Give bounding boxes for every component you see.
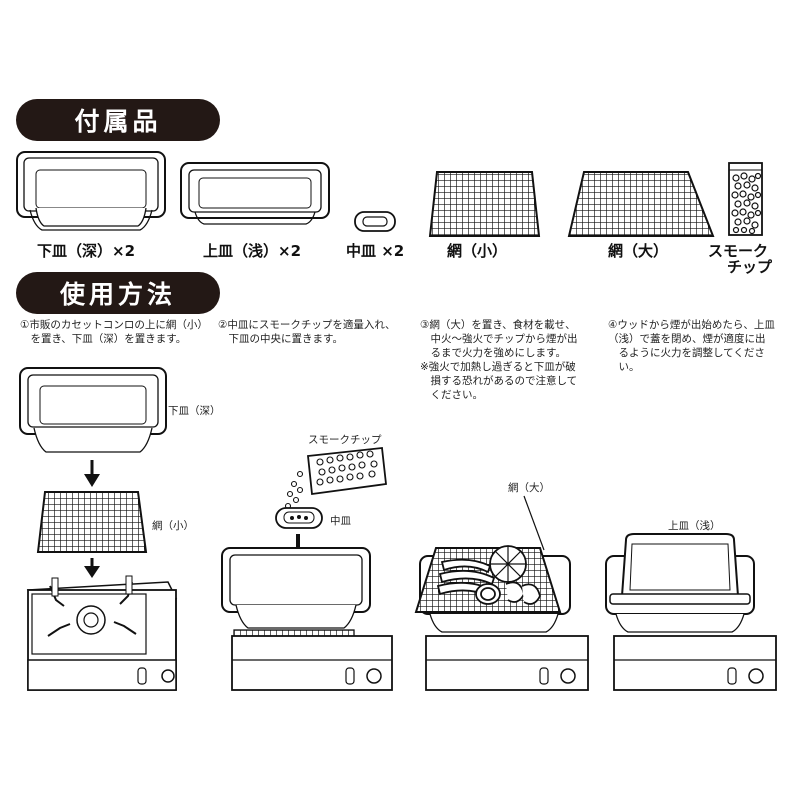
- smoke-chip-label-2: チップ: [727, 258, 773, 276]
- diagram-smoke-chip-label: スモークチップ: [308, 434, 382, 446]
- step-4-line: るように火力を調整してくださ: [608, 347, 765, 359]
- step-3-line: ③網（大）を置き、食材を載せ、: [420, 319, 576, 331]
- step-3-line: ください。: [420, 389, 483, 401]
- net-large-label: 網（大）: [608, 242, 669, 260]
- step-3-line: 中火～強火でチップから煙が出: [420, 333, 578, 345]
- accessories-heading: 付属品: [16, 99, 220, 141]
- step-3-line: るまで火力を強めにします。: [420, 347, 566, 359]
- step-2-line: 下皿の中央に置きます。: [218, 333, 343, 345]
- smoke-chip-label-1: スモーク: [708, 242, 769, 260]
- middle-tray-label: 中皿 ×2: [346, 242, 405, 260]
- usage-heading: 使用方法: [16, 272, 220, 314]
- step-3-line: ※強火で加熱し過ぎると下皿が破: [420, 361, 576, 373]
- step-4-line: ④ウッドから煙が出始めたら、上皿: [608, 319, 775, 331]
- net-small-label: 網（小）: [447, 242, 508, 260]
- step-4-line: い。: [608, 361, 640, 373]
- step-1-line: ①市販のカセットコンロの上に網（小）: [20, 319, 208, 331]
- step-4-line: （浅）で蓋を閉め、煙が適度に出: [608, 333, 766, 345]
- diagram-net-large-label: 網（大）: [508, 482, 550, 494]
- step-2-line: ②中皿にスモークチップを適量入れ、: [218, 319, 396, 331]
- step-4-text: ④ウッドから煙が出始めたら、上皿 （浅）で蓋を閉め、煙が適度に出 るように火力を…: [608, 318, 775, 374]
- diagram-lower-tray-label: 下皿（深）: [168, 405, 221, 417]
- upper-tray-label: 上皿（浅）×2: [203, 242, 302, 260]
- step-1-line: を置き、下皿（深）を置きます。: [20, 333, 187, 345]
- step-3-text: ③網（大）を置き、食材を載せ、 中火～強火でチップから煙が出 るまで火力を強めに…: [420, 318, 578, 402]
- step-3-line: 損する恐れがあるので注意して: [420, 375, 578, 387]
- step-2-text: ②中皿にスモークチップを適量入れ、 下皿の中央に置きます。: [218, 318, 396, 346]
- diagram-middle-tray-label: 中皿: [330, 515, 351, 527]
- lower-tray-label: 下皿（深）×2: [37, 242, 136, 260]
- diagram-net-small-label: 網（小）: [152, 520, 194, 532]
- diagram-upper-tray-label: 上皿（浅）: [668, 520, 721, 532]
- step-1-text: ①市販のカセットコンロの上に網（小） を置き、下皿（深）を置きます。: [20, 318, 208, 346]
